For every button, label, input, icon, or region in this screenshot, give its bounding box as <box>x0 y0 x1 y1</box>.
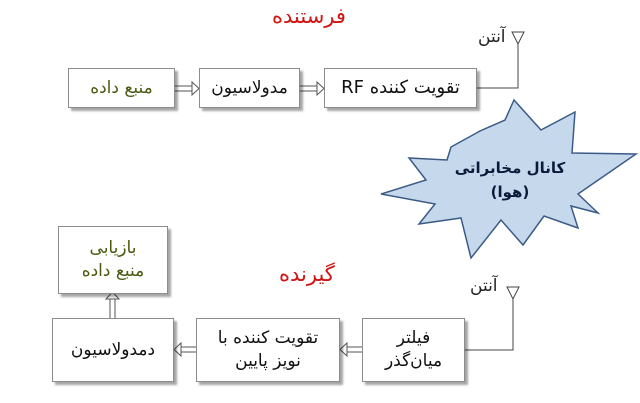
channel-label-line1: کانال مخابراتی <box>454 159 566 177</box>
transmitter-title: فرستنده <box>272 4 346 28</box>
block-data-source-label: منبع داده <box>90 77 153 98</box>
block-lna-line2: نویز پایین <box>235 351 301 371</box>
block-rf-amplifier-label: تقویت کننده RF <box>341 76 460 98</box>
block-bandpass-filter: فیلتر میان‌گذر <box>362 318 465 382</box>
channel-burst-shape <box>380 98 639 260</box>
block-data-recovery-line2: منبع داده <box>81 261 145 281</box>
block-bandpass-filter-line2: میان‌گذر <box>384 351 443 371</box>
tx-arrow-source-to-mod <box>175 80 200 97</box>
rx-antenna-label: آنتن <box>470 276 498 296</box>
tx-antenna-label: آنتن <box>478 27 506 47</box>
block-data-source: منبع داده <box>68 68 175 108</box>
tx-antenna-icon <box>477 31 525 89</box>
block-bandpass-filter-line1: فیلتر <box>396 328 431 349</box>
block-rf-amplifier: تقویت کننده RF <box>324 68 477 108</box>
block-modulation: مدولاسیون <box>199 68 300 108</box>
rx-arrow-demod-to-recovery <box>104 291 121 318</box>
rx-arrow-lna-to-demod <box>173 341 196 358</box>
block-lna-line1: تقویت کننده با <box>217 328 319 349</box>
block-demodulation-label: دمدولاسیون <box>70 339 156 360</box>
receiver-title: گیرنده <box>279 262 335 286</box>
channel-label-line2: (هوا) <box>490 183 530 201</box>
block-demodulation: دمدولاسیون <box>52 318 174 382</box>
channel-label: کانال مخابراتی (هوا) <box>440 156 580 204</box>
block-data-recovery-line1: بازیابی <box>89 238 137 259</box>
block-modulation-label: مدولاسیون <box>211 77 288 98</box>
tx-arrow-mod-to-rf <box>300 80 325 97</box>
rx-antenna-icon <box>465 286 520 351</box>
block-data-recovery: بازیابی منبع داده <box>58 226 168 294</box>
rx-arrow-filter-to-lna <box>339 341 362 358</box>
block-lna: تقویت کننده با نویز پایین <box>196 318 340 382</box>
